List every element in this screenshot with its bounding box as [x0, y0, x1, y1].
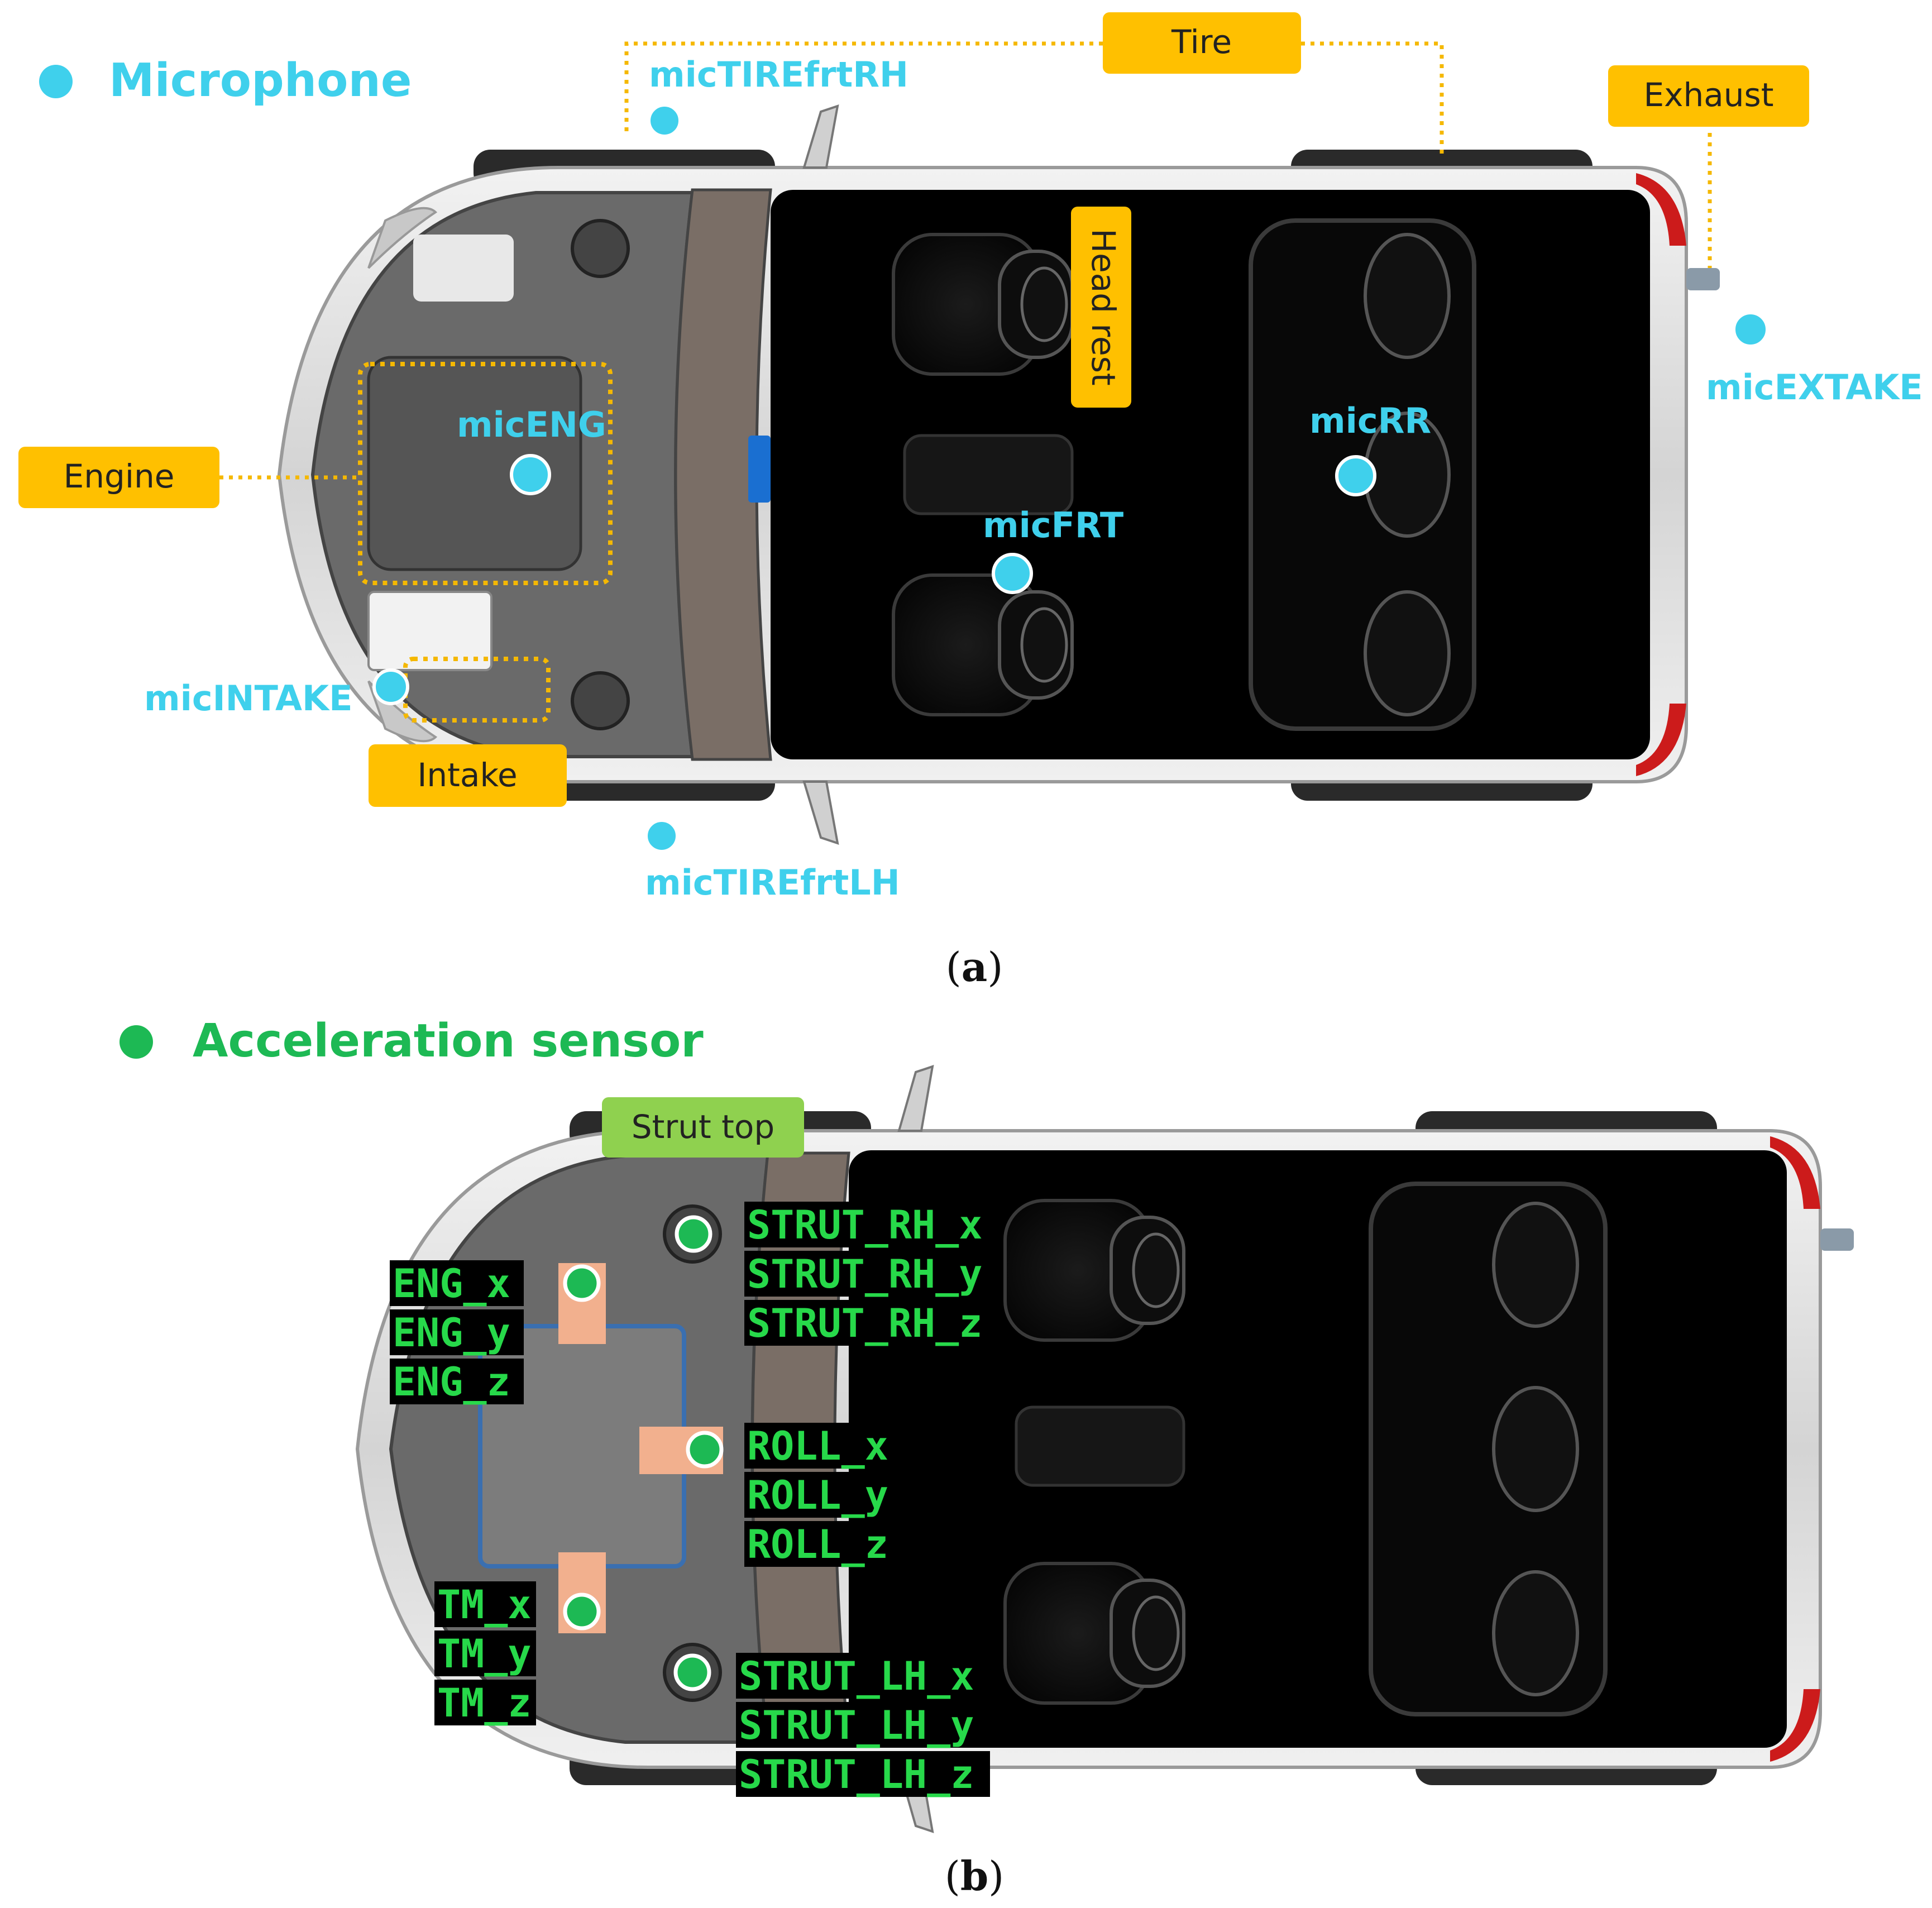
center-console-b	[1015, 1405, 1185, 1487]
microphone-legend-dot	[39, 65, 73, 98]
mic-label-tire-lh: micTIREfrtLH	[645, 862, 900, 903]
acc-label-roll-z: ROLL_z	[747, 1522, 888, 1567]
caption-b: (b)	[945, 1852, 1005, 1900]
battery	[367, 591, 492, 671]
rear-headrest-center-b	[1492, 1386, 1579, 1512]
acc-dot-tm	[563, 1593, 601, 1630]
acc-label-strut-rh-x: STRUT_RH_x	[747, 1202, 982, 1248]
tail-light-right-b	[1770, 1136, 1820, 1209]
acc-dot-strut-lh	[673, 1653, 711, 1691]
acc-group-roll: ROLL_x ROLL_y ROLL_z	[744, 1423, 901, 1567]
svg-text:Tire: Tire	[1171, 23, 1232, 61]
mirror-right-b	[897, 1065, 934, 1132]
mic-dot-frt	[992, 553, 1033, 594]
mic-dot-eng	[510, 454, 551, 495]
acc-label-strut-lh-z: STRUT_LH_z	[739, 1752, 974, 1797]
acc-label-strut-lh-y: STRUT_LH_y	[739, 1703, 974, 1748]
acc-group-eng: ENG_x ENG_y ENG_z	[390, 1260, 524, 1405]
acc-group-tm: TM_x TM_y TM_z	[434, 1581, 536, 1726]
acc-legend-dot	[119, 1025, 153, 1059]
rear-headrest-left	[1364, 590, 1451, 716]
acc-label-eng-z: ENG_z	[393, 1359, 510, 1405]
microphone-legend-title: Microphone	[109, 54, 412, 107]
intake-dotted-zone	[403, 657, 551, 723]
acc-dot-roll	[686, 1431, 724, 1469]
rear-headrest-left-b	[1492, 1570, 1579, 1696]
tire-leader-left	[624, 41, 1103, 137]
strut-mount-right	[571, 219, 630, 278]
tag-strut-top: Strut top	[602, 1097, 804, 1158]
tag-exhaust: Exhaust	[1608, 65, 1809, 127]
acc-label-eng-x: ENG_x	[393, 1261, 510, 1307]
svg-text:Head rest: Head rest	[1084, 228, 1122, 385]
seat-front-right-b	[1005, 1201, 1184, 1340]
tail-light-left-b	[1770, 1689, 1820, 1762]
acc-label-strut-lh-x: STRUT_LH_x	[739, 1653, 974, 1699]
acc-label-eng-y: ENG_y	[393, 1310, 510, 1356]
exhaust-pipe	[1686, 268, 1720, 290]
tire-leader-right	[1301, 41, 1444, 156]
acc-label-tm-x: TM_x	[437, 1582, 532, 1628]
mic-label-eng: micENG	[457, 404, 606, 445]
tail-light-right	[1636, 173, 1686, 246]
svg-text:Strut top: Strut top	[632, 1108, 774, 1146]
acc-label-tm-z: TM_z	[437, 1680, 532, 1726]
tag-intake: Intake	[369, 744, 567, 807]
mic-label-extake: micEXTAKE	[1706, 367, 1923, 408]
seat-front-left-b	[1005, 1563, 1184, 1703]
mic-label-tire-rh: micTIREfrtRH	[649, 54, 908, 95]
svg-text:Exhaust: Exhaust	[1644, 76, 1774, 114]
tag-tire: Tire	[1103, 12, 1301, 74]
seat-front-left	[893, 575, 1072, 715]
svg-text:Engine: Engine	[64, 457, 175, 495]
car-top-view-a	[277, 104, 1720, 845]
acc-legend-title: Acceleration sensor	[193, 1015, 704, 1068]
exhaust-pipe-b	[1820, 1228, 1854, 1251]
windshield	[674, 188, 772, 761]
mic-dot-rr	[1335, 455, 1376, 496]
mic-label-intake: micINTAKE	[144, 678, 352, 719]
engine-block	[367, 356, 582, 571]
reservoir	[413, 235, 514, 302]
rear-headrest-right	[1364, 233, 1451, 359]
acc-label-strut-rh-z: STRUT_RH_z	[747, 1300, 982, 1346]
panel-a: Microphone	[18, 12, 1923, 991]
acc-label-roll-y: ROLL_y	[747, 1472, 888, 1518]
rear-headrest-right-b	[1492, 1202, 1579, 1328]
tag-engine: Engine	[18, 447, 219, 508]
acc-label-roll-x: ROLL_x	[747, 1423, 888, 1469]
strut-mount-left	[571, 671, 630, 730]
seat-front-right	[893, 235, 1072, 374]
acc-dot-strut-rh	[675, 1215, 712, 1253]
mic-dot-tire-rh	[647, 103, 682, 138]
mic-dot-tire-lh	[644, 819, 679, 853]
headlight-right	[367, 207, 438, 269]
center-console	[903, 434, 1074, 515]
acc-label-strut-rh-y: STRUT_RH_y	[747, 1251, 982, 1297]
mirror-left	[802, 781, 839, 845]
caption-a: (a)	[946, 943, 1003, 991]
acc-group-strut-rh: STRUT_RH_x STRUT_RH_y STRUT_RH_z	[744, 1202, 998, 1346]
acc-label-tm-y: TM_y	[437, 1631, 532, 1677]
tag-head-rest: Head rest	[1071, 207, 1131, 408]
mic-label-frt: micFRT	[983, 505, 1123, 546]
acc-dot-eng	[563, 1264, 601, 1302]
mirror-right	[802, 104, 839, 169]
tail-light-left	[1636, 704, 1686, 776]
acc-group-strut-lh: STRUT_LH_x STRUT_LH_y STRUT_LH_z	[736, 1653, 990, 1797]
mic-label-rr: micRR	[1309, 400, 1431, 441]
svg-text:Intake: Intake	[417, 756, 517, 794]
car-top-view-b	[355, 1065, 1854, 1833]
panel-b: Acceleration sensor	[119, 1015, 1854, 1900]
mic-dot-extake	[1732, 311, 1769, 348]
infotainment-screen	[748, 436, 771, 503]
mic-dot-intake	[372, 668, 409, 705]
engine-dotted-zone	[358, 362, 613, 585]
